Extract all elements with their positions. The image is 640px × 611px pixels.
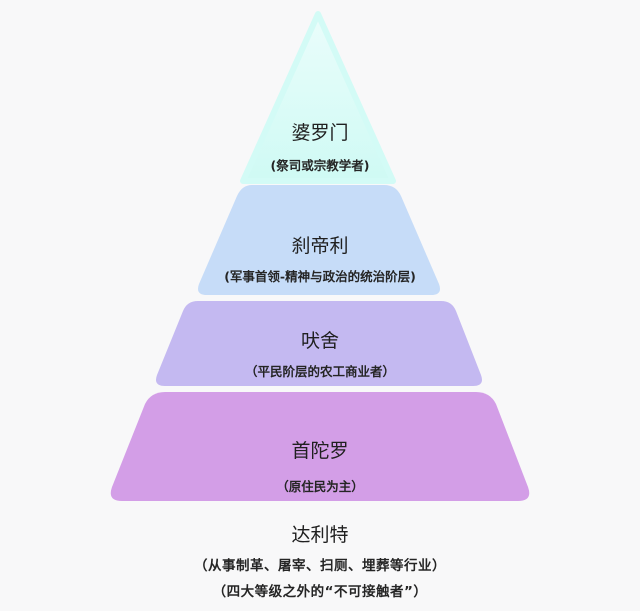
tier-brahmin-shape	[240, 11, 396, 184]
tier-kshatriya-name: 刹帝利	[291, 235, 349, 257]
tier-vaishya-name: 吠舍	[300, 330, 339, 352]
tier-brahmin-description: (祭司或宗教学者)	[270, 158, 370, 173]
tier-shudra-name: 首陀罗	[291, 440, 349, 462]
tier-shudra-shape	[110, 392, 530, 501]
tier-vaishya-shape	[156, 301, 482, 386]
dalit-name: 达利特	[291, 524, 349, 546]
tier-shudra-description: （原住民为主）	[276, 479, 364, 494]
tier-kshatriya-description: (军事首领-精神与政治的统治阶层)	[224, 269, 416, 284]
tier-brahmin-name: 婆罗门	[291, 122, 349, 144]
dalit-description-occupations: （从事制革、屠宰、扫厕、埋葬等行业）	[194, 558, 446, 574]
tier-kshatriya-shape	[198, 185, 440, 295]
tier-vaishya-description: （平民阶层的农工商业者）	[244, 364, 395, 379]
dalit-description-untouchables: （四大等级之外的“不可接触者”）	[212, 584, 428, 600]
